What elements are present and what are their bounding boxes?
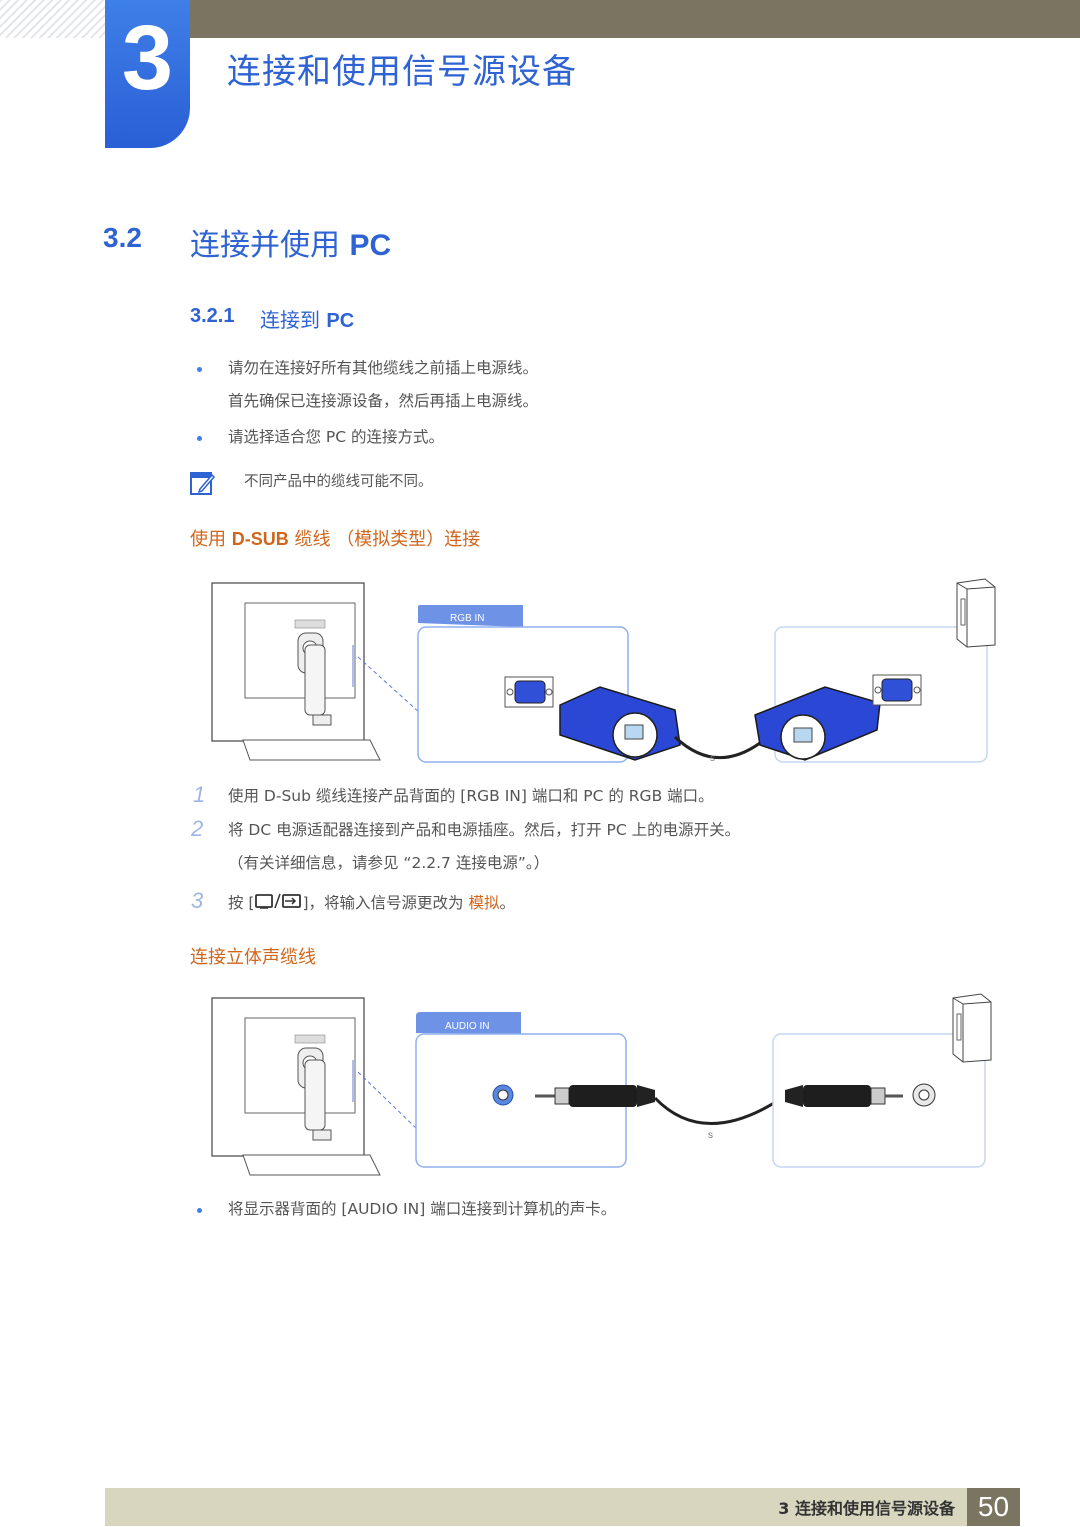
note-text: 不同产品中的缆线可能不同。: [244, 474, 433, 490]
step-3-text-mid: ]，将输入信号源更改为: [302, 894, 464, 912]
dsub-heading-bold: D-SUB: [231, 529, 289, 549]
footer-bar: [105, 1488, 967, 1526]
dsub-heading-suffix: 缆线 （模拟类型）连接: [294, 529, 481, 550]
chapter-number: 3: [121, 7, 174, 109]
bullet-dot: [197, 367, 202, 372]
audio-connection-illustration: AUDIO IN s: [205, 990, 1005, 1190]
step-number: 2: [191, 816, 204, 841]
note-icon: [190, 470, 216, 496]
step-3-text-prefix: 按 [: [228, 894, 255, 912]
pc-tower-illustration: [956, 578, 996, 648]
bullet-dot: [197, 436, 202, 441]
subsection-title-en: PC: [326, 310, 355, 332]
page-number: 50: [967, 1488, 1020, 1526]
subsection-title-cn: 连接到: [260, 308, 320, 332]
header-hatch-decoration: [0, 0, 105, 38]
step-2-reference: （有关详细信息，请参见 “2.2.7 连接电源”。）: [228, 854, 550, 872]
section-title-cn: 连接并使用: [190, 228, 340, 263]
chapter-tab: [105, 0, 190, 148]
audio-heading: 连接立体声缆线: [190, 947, 316, 968]
step-1-text: 使用 D-Sub 缆线连接产品背面的 [RGB IN] 端口和 PC 的 RGB…: [228, 787, 714, 805]
intro-bullet-1-line-2: 首先确保已连接源设备，然后再插上电源线。: [228, 392, 539, 410]
step-3-highlight-analog: 模拟: [468, 894, 500, 912]
header-band: [190, 0, 1080, 38]
rgb-in-tab-label: RGB IN: [450, 613, 484, 624]
audio-in-tab-label: AUDIO IN: [445, 1021, 489, 1032]
section-title-en: PC: [349, 229, 392, 262]
bullet-dot: [197, 1208, 202, 1213]
intro-bullet-2: 请选择适合您 PC 的连接方式。: [228, 428, 445, 446]
dsub-connection-illustration: RGB IN s: [205, 575, 1005, 775]
step-3-text: 按 [ ]，将输入信号源更改为 模拟。: [228, 892, 515, 915]
svg-text:s: s: [710, 753, 715, 764]
chapter-title: 连接和使用信号源设备: [227, 52, 577, 92]
dsub-heading-prefix: 使用: [190, 529, 226, 550]
step-2-text: 将 DC 电源适配器连接到产品和电源插座。然后，打开 PC 上的电源开关。: [228, 821, 741, 839]
step-number: 3: [191, 888, 204, 913]
source-button-icon: [254, 892, 302, 915]
section-number: 3.2: [103, 222, 142, 253]
svg-text:s: s: [708, 1130, 713, 1141]
pc-tower-illustration: [952, 993, 992, 1063]
intro-bullet-1-line-1: 请勿在连接好所有其他缆线之前插上电源线。: [228, 359, 539, 377]
audio-bullet-text: 将显示器背面的 [AUDIO IN] 端口连接到计算机的声卡。: [228, 1200, 617, 1218]
footer-chapter-text: 3 连接和使用信号源设备: [778, 1499, 955, 1518]
dsub-heading: 使用 D-SUB 缆线 （模拟类型）连接: [190, 525, 480, 551]
subsection-title: 连接到 PC: [260, 304, 354, 333]
step-number: 1: [193, 782, 206, 807]
section-title: 连接并使用 PC: [190, 220, 391, 264]
monitor-back-illustration: [211, 997, 381, 1176]
monitor-back-illustration: [211, 582, 381, 761]
subsection-number: 3.2.1: [190, 305, 235, 327]
step-3-text-end: 。: [499, 894, 516, 912]
